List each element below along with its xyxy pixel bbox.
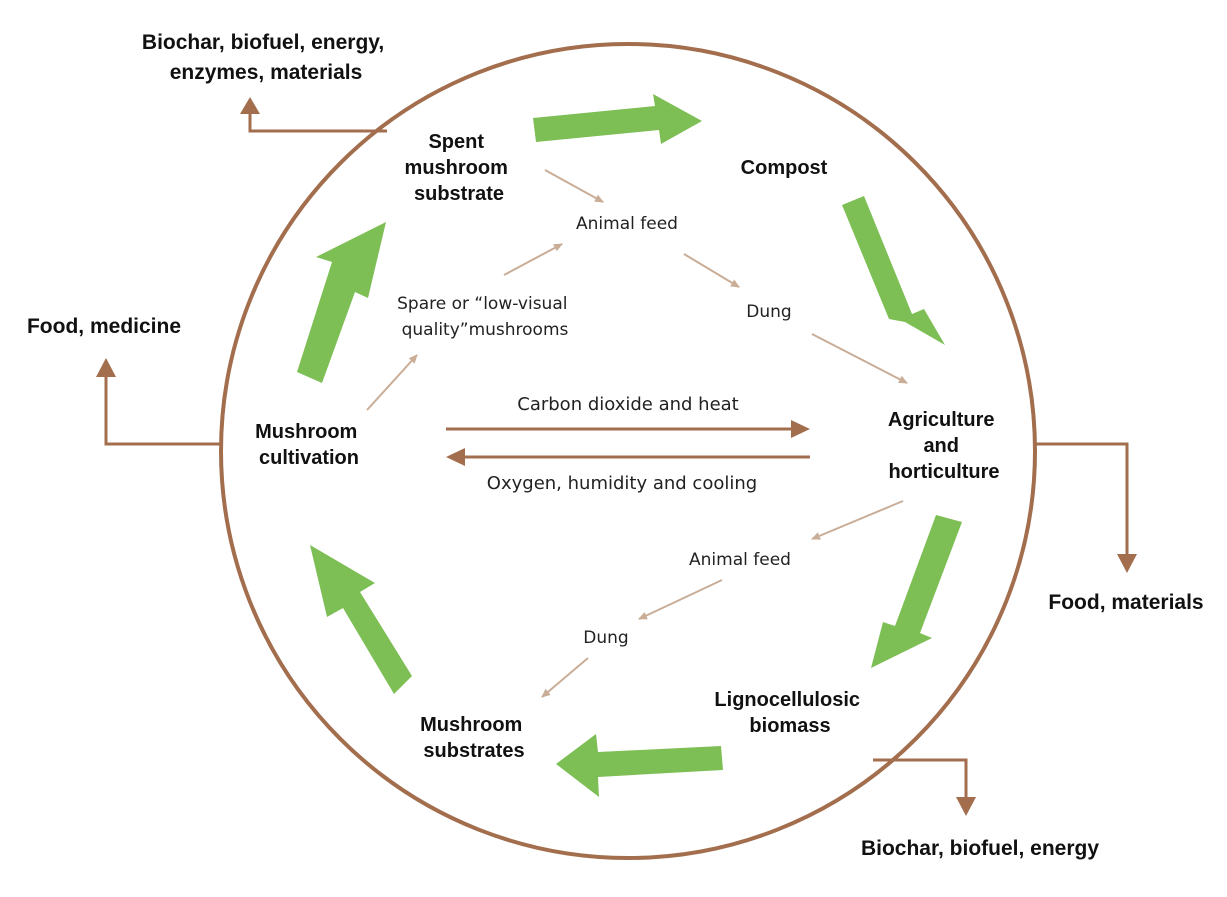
output-label-left: Food, medicine xyxy=(27,315,181,338)
node-spent-mushroom-substrate: Spent mushroom substrate xyxy=(405,131,514,205)
output-arrow-right xyxy=(1034,442,1137,573)
output-arrow-top-left xyxy=(240,97,387,133)
inner-label-animal-feed-top: Animal feed xyxy=(576,214,678,234)
node-agriculture-horticulture: Agriculture and horticulture xyxy=(888,409,1000,483)
inner-arrow-feed-to-dung-bottom xyxy=(638,579,723,620)
output-arrow-left xyxy=(96,358,222,446)
inner-arrow-feed-to-dung xyxy=(683,253,740,288)
cycle-arrow-biomass-to-substrates xyxy=(556,734,723,797)
cycle-arrow-substrate-to-compost xyxy=(533,94,702,144)
exchange-arrow-to-cultivation xyxy=(446,448,810,466)
inner-arrow-agriculture-to-feed xyxy=(811,500,904,540)
cycle-circle xyxy=(219,42,1037,860)
node-mushroom-substrates: Mushroom substrates xyxy=(420,714,528,762)
output-label-right: Food, materials xyxy=(1048,591,1203,614)
inner-label-dung-top: Dung xyxy=(746,302,791,322)
output-arrow-bottom xyxy=(873,758,976,816)
inner-arrow-dung-to-agriculture xyxy=(811,333,908,384)
inner-arrow-substrate-to-feed xyxy=(544,169,604,203)
output-label-top-left: Biochar, biofuel, energy, enzymes, mater… xyxy=(142,31,390,84)
cycle-arrow-cultivation-to-spent xyxy=(297,222,386,383)
node-lignocellulosic-biomass: Lignocellulosic biomass xyxy=(714,689,865,737)
node-mushroom-cultivation: Mushroom cultivation xyxy=(255,421,363,469)
inner-arrow-spare-to-feed xyxy=(503,243,563,276)
inner-label-spare-mushrooms: Spare or “low-visual quality”mushrooms xyxy=(397,294,573,340)
inner-label-animal-feed-bottom: Animal feed xyxy=(689,550,791,570)
exchange-label-co2-heat: Carbon dioxide and heat xyxy=(517,394,738,415)
cycle-arrow-agriculture-to-biomass xyxy=(871,515,962,668)
inner-label-dung-bottom: Dung xyxy=(583,628,628,648)
inner-arrow-cultivation-to-spare xyxy=(366,354,418,411)
cycle-arrow-compost-to-agriculture xyxy=(842,196,945,345)
exchange-arrow-to-agriculture xyxy=(446,420,810,438)
output-label-bottom: Biochar, biofuel, energy xyxy=(861,837,1099,860)
node-compost: Compost xyxy=(741,157,828,179)
cycle-arrow-substrates-to-cultivation xyxy=(310,545,412,694)
exchange-label-oxygen-humidity-cooling: Oxygen, humidity and cooling xyxy=(487,473,757,494)
inner-arrow-dung-to-substrates xyxy=(541,657,589,698)
